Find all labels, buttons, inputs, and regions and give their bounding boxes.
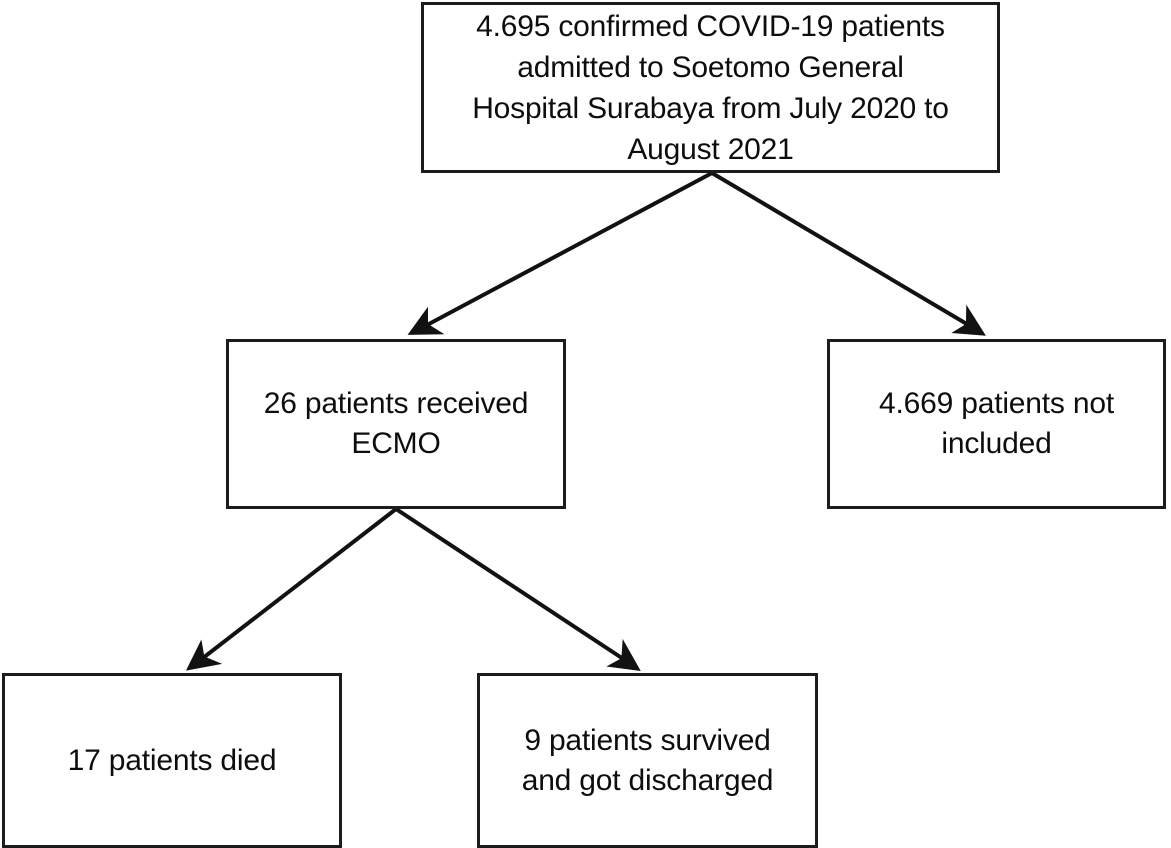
node-ecmo-received-label: 26 patients received ECMO [263, 387, 529, 460]
node-cohort: 4.695 confirmed COVID-19 patients admitt… [421, 2, 1000, 173]
node-ecmo-received: 26 patients received ECMO [226, 339, 566, 509]
node-not-included: 4.669 patients not included [827, 339, 1166, 509]
edge-ecmo-to-died [185, 507, 398, 671]
node-patients-died-label: 17 patients died [67, 743, 277, 777]
edge-cohort-to-excluded [710, 171, 986, 336]
edge-ecmo-to-survived [394, 507, 641, 671]
node-not-included-label: 4.669 patients not included [879, 387, 1114, 460]
node-patients-survived: 9 patients survived and got discharged [477, 673, 818, 848]
node-patients-died: 17 patients died [2, 673, 342, 848]
node-cohort-label: 4.695 confirmed COVID-19 patients admitt… [472, 9, 949, 166]
node-patients-survived-label: 9 patients survived and got discharged [521, 723, 774, 797]
edge-cohort-to-ecmo [407, 171, 713, 335]
